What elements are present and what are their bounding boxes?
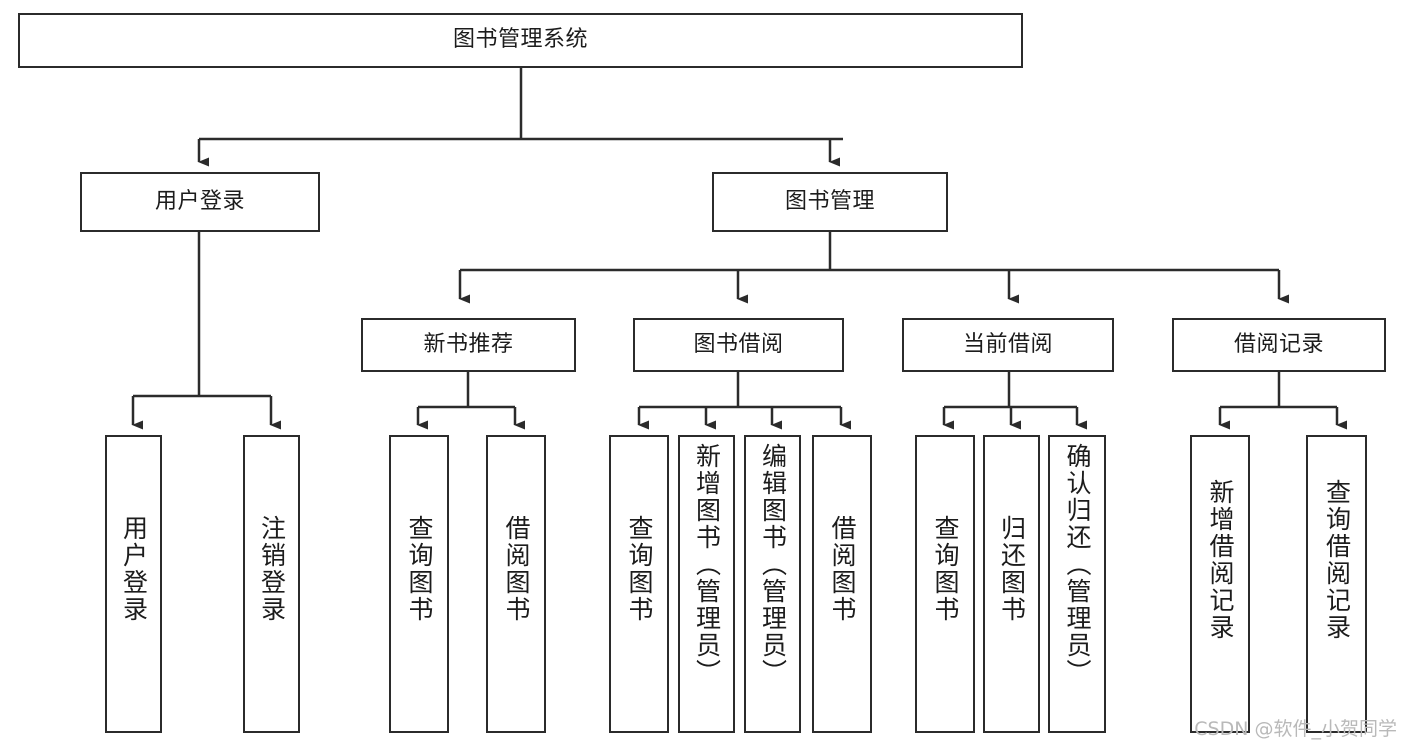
node-leaf-return-book-label: 归还图书 [997,515,1027,623]
node-leaf-return-book[interactable]: 归还图书 [983,435,1040,733]
node-leaf-add-book[interactable]: 新增图书（管理员） [678,435,735,733]
node-leaf-query-book-3[interactable]: 查询图书 [915,435,975,733]
node-book-management[interactable]: 图书管理 [712,172,948,232]
node-root-system-label: 图书管理系统 [452,27,588,53]
node-leaf-add-borrow-record[interactable]: 新增借阅记录 [1190,435,1250,733]
node-leaf-query-book-1[interactable]: 查询图书 [389,435,449,733]
node-leaf-borrow-book-2-label: 借阅图书 [828,515,857,623]
node-borrow-records[interactable]: 借阅记录 [1172,318,1386,372]
node-leaf-add-book-label: 新增图书（管理员） [692,443,722,686]
node-leaf-confirm-return[interactable]: 确认归还（管理员） [1048,435,1106,733]
node-leaf-borrow-book-1-label: 借阅图书 [502,515,531,623]
node-leaf-query-borrow-record[interactable]: 查询借阅记录 [1306,435,1367,733]
node-leaf-confirm-return-label: 确认归还（管理员） [1063,443,1092,686]
node-user-login[interactable]: 用户登录 [80,172,320,232]
node-leaf-query-book-3-label: 查询图书 [931,515,960,623]
node-book-management-label: 图书管理 [784,188,875,214]
node-current-borrow[interactable]: 当前借阅 [902,318,1114,372]
node-book-borrow-label: 图书借阅 [693,331,784,357]
node-leaf-query-borrow-record-label: 查询借阅记录 [1322,479,1352,641]
node-leaf-user-login[interactable]: 用户登录 [105,435,162,733]
node-borrow-records-label: 借阅记录 [1233,331,1324,357]
node-new-book-recommend[interactable]: 新书推荐 [361,318,576,372]
node-leaf-add-borrow-record-label: 新增借阅记录 [1206,479,1235,641]
node-leaf-edit-book[interactable]: 编辑图书（管理员） [744,435,801,733]
node-leaf-user-login-label: 用户登录 [119,515,149,623]
node-leaf-query-book-2[interactable]: 查询图书 [609,435,669,733]
node-leaf-logout-label: 注销登录 [257,515,287,623]
node-leaf-borrow-book-2[interactable]: 借阅图书 [812,435,872,733]
node-leaf-edit-book-label: 编辑图书（管理员） [758,443,788,686]
node-user-login-label: 用户登录 [154,188,245,214]
node-new-book-recommend-label: 新书推荐 [423,331,514,357]
node-leaf-logout[interactable]: 注销登录 [243,435,300,733]
node-current-borrow-label: 当前借阅 [962,331,1053,357]
node-root-system[interactable]: 图书管理系统 [18,13,1023,68]
node-leaf-borrow-book-1[interactable]: 借阅图书 [486,435,546,733]
node-leaf-query-book-1-label: 查询图书 [405,515,434,623]
node-book-borrow[interactable]: 图书借阅 [633,318,844,372]
node-leaf-query-book-2-label: 查询图书 [625,515,654,623]
